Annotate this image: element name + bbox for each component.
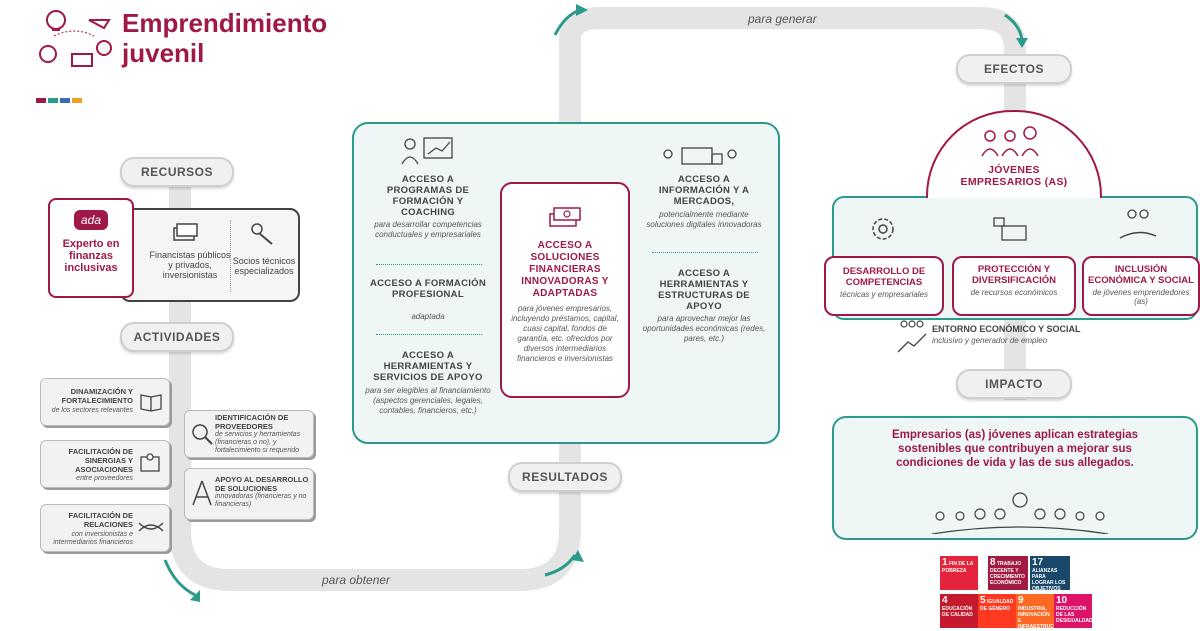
community-icon [930,492,1110,534]
jovenes-label: JÓVENES EMPRESARIOS (AS) [954,164,1074,188]
resultado-sub: para desarrollar competencias conductual… [364,220,492,240]
activity-title: IDENTIFICACIÓN DE PROVEEDORES [215,413,309,431]
activity-card: DINAMIZACIÓN Y FORTALECIMIENTO de los se… [40,378,170,426]
resultado-sub: para ser elegibles al financiamiento (as… [360,386,496,416]
sdg-number: 9 [1018,595,1024,606]
efecto-title: INCLUSIÓN ECONÓMICA Y SOCIAL [1086,264,1196,286]
sdg-label: TRABAJO DECENTE Y CRECIMIENTO ECONÓMICO [990,561,1025,586]
sdg-tile: 10 REDUCCIÓN DE LAS DESIGUALDADES [1054,594,1092,628]
puzzle-icon [137,451,165,475]
money-stack-icon [546,204,582,228]
resultado-title: ACCESO A INFORMACIÓN Y A MERCADOS, [644,174,764,207]
entrepreneur-icons [34,6,118,80]
activity-card: FACILITACIÓN DE SINERGIAS Y ASOCIACIONES… [40,440,170,488]
resultado-title: ACCESO A HERRAMIENTAS Y ESTRUCTURAS DE A… [644,268,764,312]
truck-map-icon [660,144,740,170]
sdg-number: 10 [1056,595,1067,606]
pill-actividades: ACTIVIDADES [120,322,234,352]
flow-label-generar: para generar [748,12,817,26]
sdg-tile: 9 INDUSTRIA, INNOVACIÓN E INFRAESTRUCTUR… [1016,594,1054,628]
sdg-tile: 17 ALIANZAS PARA LOGRAR LOS OBJETIVOS [1030,556,1070,590]
sdg-number: 5 [980,595,986,606]
resultado-center-card: ACCESO A SOLUCIONES FINANCIERAS INNOVADO… [500,182,630,398]
divider [376,334,482,335]
pill-impacto: IMPACTO [956,369,1072,399]
divider [376,264,482,265]
people-lightbulb-icon [980,124,1044,158]
activity-sub: con inversionistas e intermediarios fina… [47,531,133,547]
pill-recursos: RECURSOS [120,157,234,187]
page-title: Emprendimiento juvenil [122,8,382,68]
growth-people-icon [896,318,928,354]
activity-title: DINAMIZACIÓN Y FORTALECIMIENTO [47,387,133,405]
efecto-sub: técnicas y empresariales [830,290,938,299]
sdg-label: EDUCACIÓN DE CALIDAD [942,606,973,618]
sdg-tile: 5 IGUALDAD DE GÉNERO [978,594,1016,628]
activity-title: FACILITACIÓN DE SINERGIAS Y ASOCIACIONES [47,447,133,474]
resultado-title: ACCESO A HERRAMIENTAS Y SERVICIOS DE APO… [368,350,488,383]
sdg-number: 8 [990,557,996,568]
hand-people-icon [1118,206,1158,244]
impacto-text: Empresarios (as) jóvenes aplican estrate… [864,428,1166,470]
ada-label: Experto en finanzas inclusivas [50,238,132,274]
efecto-title: PROTECCIÓN Y DIVERSIFICACIÓN [958,264,1070,286]
resultado-sub: potencialmente mediante soluciones digit… [640,210,768,230]
flow-label-obtener: para obtener [322,573,390,587]
activity-card: IDENTIFICACIÓN DE PROVEEDORES de servici… [184,410,314,458]
book-icon [137,389,165,413]
efecto-sub: de jóvenes emprendedores (as) [1086,288,1196,306]
gear-wrench-icon [248,220,276,246]
entorno-sub: inclusivo y generador de empleo [932,336,1047,345]
divider [652,252,758,253]
resultado-center-sub: para jóvenes empresarios, incluyendo pré… [508,304,622,364]
sdg-number: 1 [942,557,948,568]
sdg-tile: 4 EDUCACIÓN DE CALIDAD [940,594,978,628]
compass-icon [189,479,215,507]
resultado-center-title: ACCESO A SOLUCIONES FINANCIERAS INNOVADO… [508,240,622,300]
activity-sub: de los sectores relevantes [47,407,133,415]
pill-resultados: RESULTADOS [508,462,622,492]
magnifier-icon [189,421,215,447]
activity-title: APOYO AL DESARROLLO DE SOLUCIONES [215,475,309,493]
impacto-panel: Empresarios (as) jóvenes aplican estrate… [832,416,1198,540]
ada-logo: ada [74,210,108,230]
sdg-number: 4 [942,595,948,606]
financistas-label: Financistas públicos y privados, inversi… [148,250,232,280]
money-icon [172,222,198,244]
activity-sub: innovadoras (financieras y no financiera… [215,493,309,509]
activity-title: FACILITACIÓN DE RELACIONES [47,511,133,529]
efecto-title: DESARROLLO DE COMPETENCIAS [830,266,938,288]
efecto-card: PROTECCIÓN Y DIVERSIFICACIÓN de recursos… [952,256,1076,316]
activity-sub: de servicios y herramientas (financieras… [215,431,309,455]
activity-card: FACILITACIÓN DE RELACIONES con inversion… [40,504,170,552]
activity-sub: entre proveedores [47,475,133,483]
sdg-tile: 1 FIN DE LA POBREZA [940,556,978,590]
recursos-box: Financistas públicos y privados, inversi… [120,208,300,302]
pill-efectos: EFECTOS [956,54,1072,84]
activity-card: APOYO AL DESARROLLO DE SOLUCIONES innova… [184,468,314,520]
lock-money-icon [990,210,1030,244]
entorno-title: ENTORNO ECONÓMICO Y SOCIAL [932,324,1081,334]
exchange-icon [137,517,165,537]
sdg-number: 17 [1032,557,1043,568]
resultado-title: ACCESO A PROGRAMAS DE FORMACIÓN Y COACHI… [368,174,488,218]
efecto-card: DESARROLLO DE COMPETENCIAS técnicas y em… [824,256,944,316]
socios-label: Socios técnicos especializados [230,256,298,276]
efecto-card: INCLUSIÓN ECONÓMICA Y SOCIAL de jóvenes … [1082,256,1200,316]
ada-card: ada Experto en finanzas inclusivas [48,198,134,298]
resultado-sub: adaptada [364,312,492,322]
efecto-sub: de recursos económicos [958,288,1070,297]
coaching-icon [398,136,458,168]
competencias-icon [860,212,906,246]
resultado-title: ACCESO A FORMACIÓN PROFESIONAL [368,278,488,300]
resultado-sub: para aprovechar mejor las oportunidades … [640,314,768,344]
sdg-label: ALIANZAS PARA LOGRAR LOS OBJETIVOS [1032,568,1065,592]
sdg-tile: 8 TRABAJO DECENTE Y CRECIMIENTO ECONÓMIC… [988,556,1028,590]
